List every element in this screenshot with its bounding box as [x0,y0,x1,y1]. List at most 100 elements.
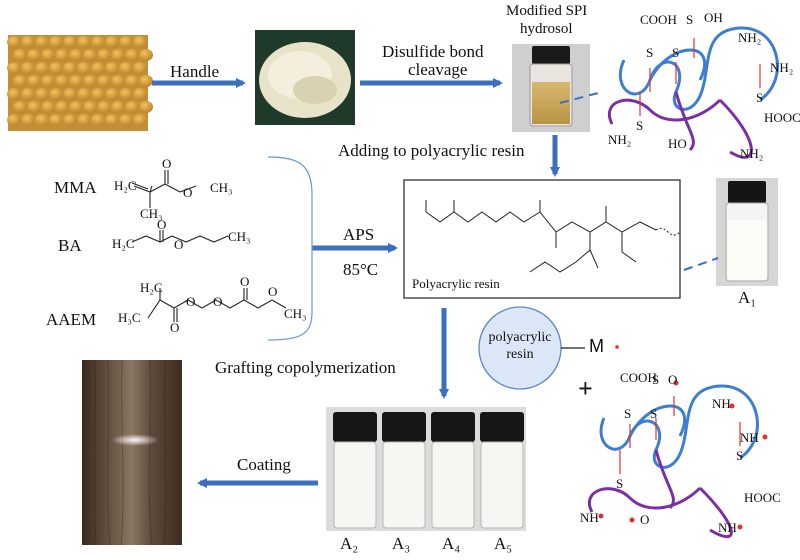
step-grafting-label: Grafting copolymerization [215,358,396,377]
resin-circle-label-2: resin [506,347,534,362]
aaem-o-4: O [240,274,250,289]
ba-ch3: CH₃ [228,229,251,244]
sample-vial [431,412,475,529]
bottom-nh-label-b: NH [740,430,759,445]
resin-structure [425,200,681,273]
soybean [7,62,21,74]
ba-h2c: H₂C [112,236,135,251]
bottom-o2-label: O [640,512,650,527]
bottom-s-label-5: S [616,476,624,491]
bottom-hooc-label: HOOC [744,490,781,505]
soybean [97,75,111,87]
soybean [49,114,63,126]
soybean [13,75,27,87]
soybean [139,49,153,61]
soybean [35,88,49,100]
spi-hydrosol-vial [512,44,590,132]
soybean [55,75,69,87]
hydrosol-title-1: Modified SPI [506,3,588,19]
step-disulfide-label-1: Disulfide bond [382,42,484,61]
sample-vial [333,412,377,529]
soybean [63,36,77,48]
hydrosol-title-2: hydrosol [520,21,573,37]
soybean [91,62,105,74]
soybean [41,75,55,87]
samples-a2-a5-photo [326,407,526,531]
bottom-o-label: O [668,372,678,387]
protein-chain-bottom [588,384,759,539]
coated-wood-panel-photo [82,359,182,546]
bottom-nh-label-c: NH [580,510,599,525]
top-hooc-label: HOOC [764,110,800,125]
soybean [91,88,105,100]
top-cooh-label: COOH [640,12,677,27]
bottom-nh-label-d: NH [718,520,737,535]
soybean [125,101,139,113]
soybean [111,75,125,87]
mma-o-carbonyl: O [162,156,172,171]
top-ho-label: HO [668,136,687,151]
soybean [63,62,77,74]
bottom-cooh-label: COOH [620,370,657,385]
soybean [7,88,21,100]
ba-o-ester: O [174,237,184,252]
sample-a1-vial [716,178,778,286]
monomer-ba-label: BA [58,236,82,255]
radical-dot-m [615,345,619,349]
soybean [69,101,83,113]
disulfide-bonds-top [639,38,761,116]
soybean [41,49,55,61]
bottom-s-label-1: S [652,372,660,387]
soybean [69,75,83,87]
soybean [77,36,91,48]
top-s-label-5: S [636,118,644,133]
soybean [35,114,49,126]
mma-o-ester: O [183,185,193,200]
ba-o-carbonyl: O [157,217,167,232]
process-arrows [152,78,560,488]
soybean [27,49,41,61]
soybean [111,49,125,61]
soybean [105,88,119,100]
soybean [105,36,119,48]
soybean [111,101,125,113]
soybean [63,114,77,126]
top-s-label-2: S [646,45,654,60]
step-handle-label: Handle [170,62,220,81]
soybean [49,88,63,100]
bottom-s-label-4: S [736,448,744,463]
polyacrylic-resin-box [403,179,681,299]
soybean [13,101,27,113]
top-nh2-label-a: NH₂ [738,30,762,45]
mma-branch-ch3: CH₃ [140,206,163,221]
soybean [21,36,35,48]
soybean [133,36,147,48]
dashed-connectors [559,91,719,271]
soybean [55,101,69,113]
plus-sign: + [578,374,593,403]
soybean [21,88,35,100]
soybean [49,36,63,48]
soybean [55,49,69,61]
top-s-label-3: S [672,45,680,60]
soybean [139,75,153,87]
soybean [77,88,91,100]
step-temperature-label: 85°C [343,260,379,279]
soybean [41,101,55,113]
top-s-label-1: S [686,12,694,27]
disulfide-bonds-bottom [619,396,741,474]
soybean [35,62,49,74]
soy-protein-powder-photo [255,30,355,125]
soybean [105,62,119,74]
soybean [27,75,41,87]
soybean [83,101,97,113]
soybean [7,36,21,48]
aaem-ch2: H₂C [140,280,163,295]
protein-chain-top [608,26,779,159]
soybean [21,62,35,74]
mma-h2c: H₂C [114,178,137,193]
resin-circle-label-1: polyacrylic [488,330,552,345]
monomer-bracket [267,156,313,341]
